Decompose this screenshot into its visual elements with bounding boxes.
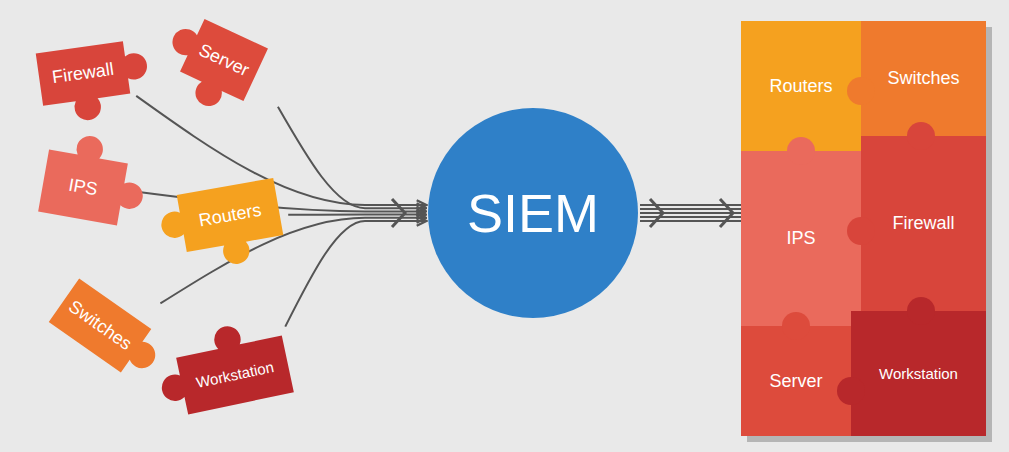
node-label: Firewall [892,213,954,234]
connector [278,107,426,208]
puzzle-piece: Workstation [851,311,986,436]
puzzle-outline [38,129,151,229]
puzzle-piece: Server [152,0,296,129]
puzzle-piece: Routers [741,21,861,151]
connector [288,214,426,216]
puzzle-knob [907,297,935,325]
puzzle-cell [861,21,986,136]
puzzle-cell [741,326,851,436]
node-label: IPS [786,228,815,249]
puzzle-piece: Switches [861,21,986,136]
output-chevron [720,199,733,227]
puzzle-piece: IPS [14,125,152,250]
puzzle-piece: Routers [152,154,307,277]
puzzle-outline [153,10,268,119]
puzzle-board [741,21,986,436]
output-chevron [650,199,663,227]
puzzle-knob [837,377,865,405]
puzzle-knob [847,217,875,245]
puzzle-outline [36,38,154,126]
puzzle-piece: Switches [20,249,181,401]
merge-chevron [392,199,405,227]
node-label: Server [769,371,822,392]
puzzle-cell [851,311,986,436]
puzzle-cell [861,136,986,311]
puzzle-outline [49,279,168,385]
node-label: SIEM [467,182,599,244]
puzzle-piece: IPS [741,151,861,326]
puzzle-piece: Firewall [861,136,986,311]
puzzle-piece: Workstation [151,310,319,439]
connector [285,221,426,327]
node-label: Workstation [879,365,958,382]
puzzle-outline [157,178,287,276]
puzzle-knob [907,122,935,150]
puzzle-knob [847,77,875,105]
puzzle-piece: Firewall [12,17,154,129]
puzzle-cell [741,21,861,151]
node-label: Routers [769,76,832,97]
puzzle-knob [782,312,810,340]
puzzle-cell [741,151,861,326]
node-label: Switches [887,68,959,89]
puzzle-knob [787,137,815,165]
siem-circle: SIEM [428,108,638,318]
puzzle-outline [152,315,294,418]
puzzle-piece: Server [741,326,851,436]
